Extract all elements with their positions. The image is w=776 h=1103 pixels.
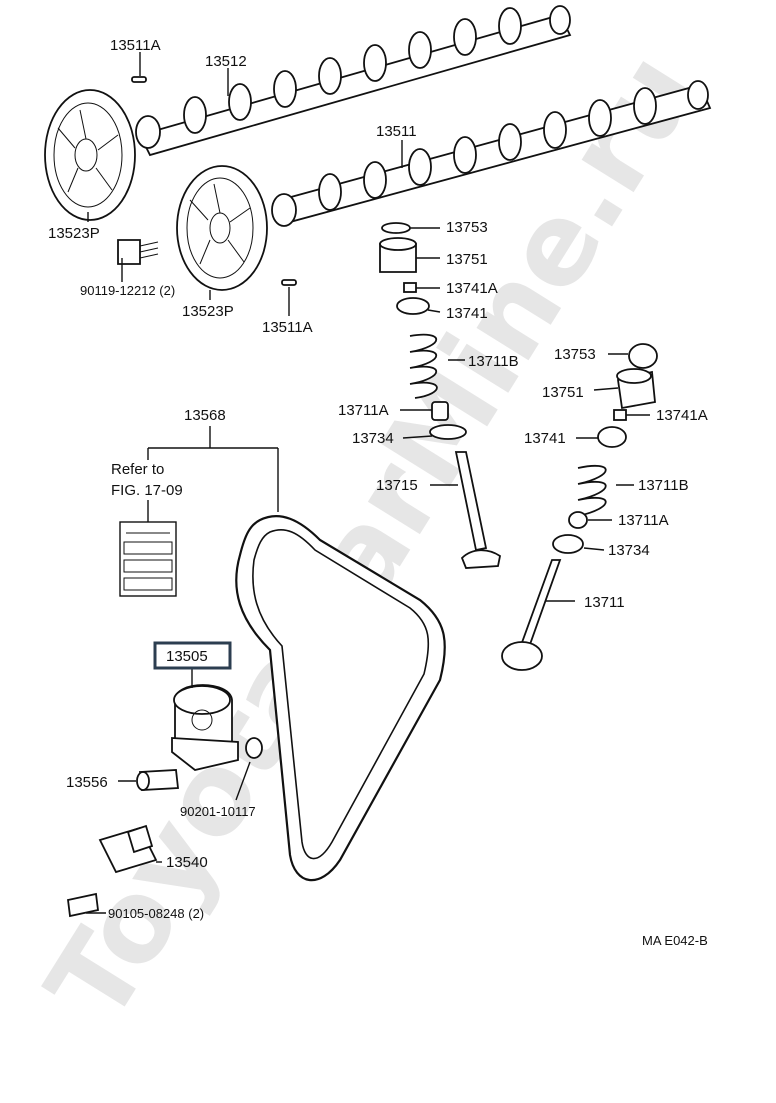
label-13523P-left[interactable]: 13523P	[48, 225, 100, 242]
label-13753-right[interactable]: 13753	[554, 346, 596, 363]
label-13751-right[interactable]: 13751	[542, 384, 584, 401]
label-13511[interactable]: 13511	[376, 123, 417, 140]
label-13505[interactable]: 13505	[166, 648, 208, 665]
diagram-code: MA E042-B	[642, 933, 708, 948]
label-13556[interactable]: 13556	[66, 774, 108, 791]
label-13734-left[interactable]: 13734	[352, 430, 394, 447]
camshaft-13511[interactable]	[271, 80, 712, 227]
note-line1: Refer to	[111, 461, 164, 478]
label-13540[interactable]: 13540	[166, 854, 208, 871]
label-90201[interactable]: 90201-10117	[180, 804, 256, 819]
cam-pulley-middle[interactable]	[176, 165, 268, 291]
highlight-box-13505	[153, 641, 232, 670]
label-13512[interactable]: 13512	[205, 53, 247, 70]
label-13734-right[interactable]: 13734	[608, 542, 650, 559]
cam-pulley-left[interactable]	[44, 89, 136, 221]
label-13741A-left[interactable]: 13741A	[446, 280, 498, 297]
label-13711A-left[interactable]: 13711A	[338, 402, 389, 419]
valve-stack-left[interactable]	[379, 222, 502, 569]
note-line2: FIG. 17-09	[111, 482, 183, 499]
label-13751-left[interactable]: 13751	[446, 251, 488, 268]
label-13511A-top[interactable]: 13511A	[110, 37, 161, 54]
bolt-90119[interactable]	[117, 239, 159, 265]
washer-90201[interactable]	[245, 737, 263, 759]
reference-chart-box	[119, 521, 177, 597]
label-13741-right[interactable]: 13741	[524, 430, 566, 447]
label-90105[interactable]: 90105-08248 (2)	[108, 906, 204, 921]
label-13753-left[interactable]: 13753	[446, 219, 488, 236]
camshaft-13512[interactable]	[135, 5, 572, 157]
tensioner-13540[interactable]	[98, 824, 158, 874]
label-13741A-right[interactable]: 13741A	[656, 407, 708, 424]
part-labels: 13511A 13512 13511 13523P 90119-12212 (2…	[48, 37, 708, 948]
knock-pin-bottom[interactable]	[281, 279, 297, 286]
idler-pulley[interactable]	[171, 684, 239, 771]
knock-pin-top[interactable]	[131, 76, 147, 83]
label-13523P-middle[interactable]: 13523P	[182, 303, 234, 320]
label-13711A-right[interactable]: 13711A	[618, 512, 669, 529]
valve-stack-right[interactable]	[501, 343, 658, 671]
label-13711B-left[interactable]: 13711B	[468, 353, 519, 370]
label-13511A-bottom[interactable]: 13511A	[262, 319, 313, 336]
leader-lines	[86, 52, 650, 914]
bolt-13556[interactable]	[136, 769, 179, 791]
label-90119[interactable]: 90119-12212 (2)	[80, 283, 175, 298]
timing-belt[interactable]	[235, 515, 446, 882]
bolt-90105[interactable]	[67, 892, 99, 918]
label-13711B-right[interactable]: 13711B	[638, 477, 689, 494]
label-13711[interactable]: 13711	[584, 594, 625, 611]
label-13715[interactable]: 13715	[376, 477, 418, 494]
label-13741-left[interactable]: 13741	[446, 305, 488, 322]
label-13568[interactable]: 13568	[184, 407, 226, 424]
